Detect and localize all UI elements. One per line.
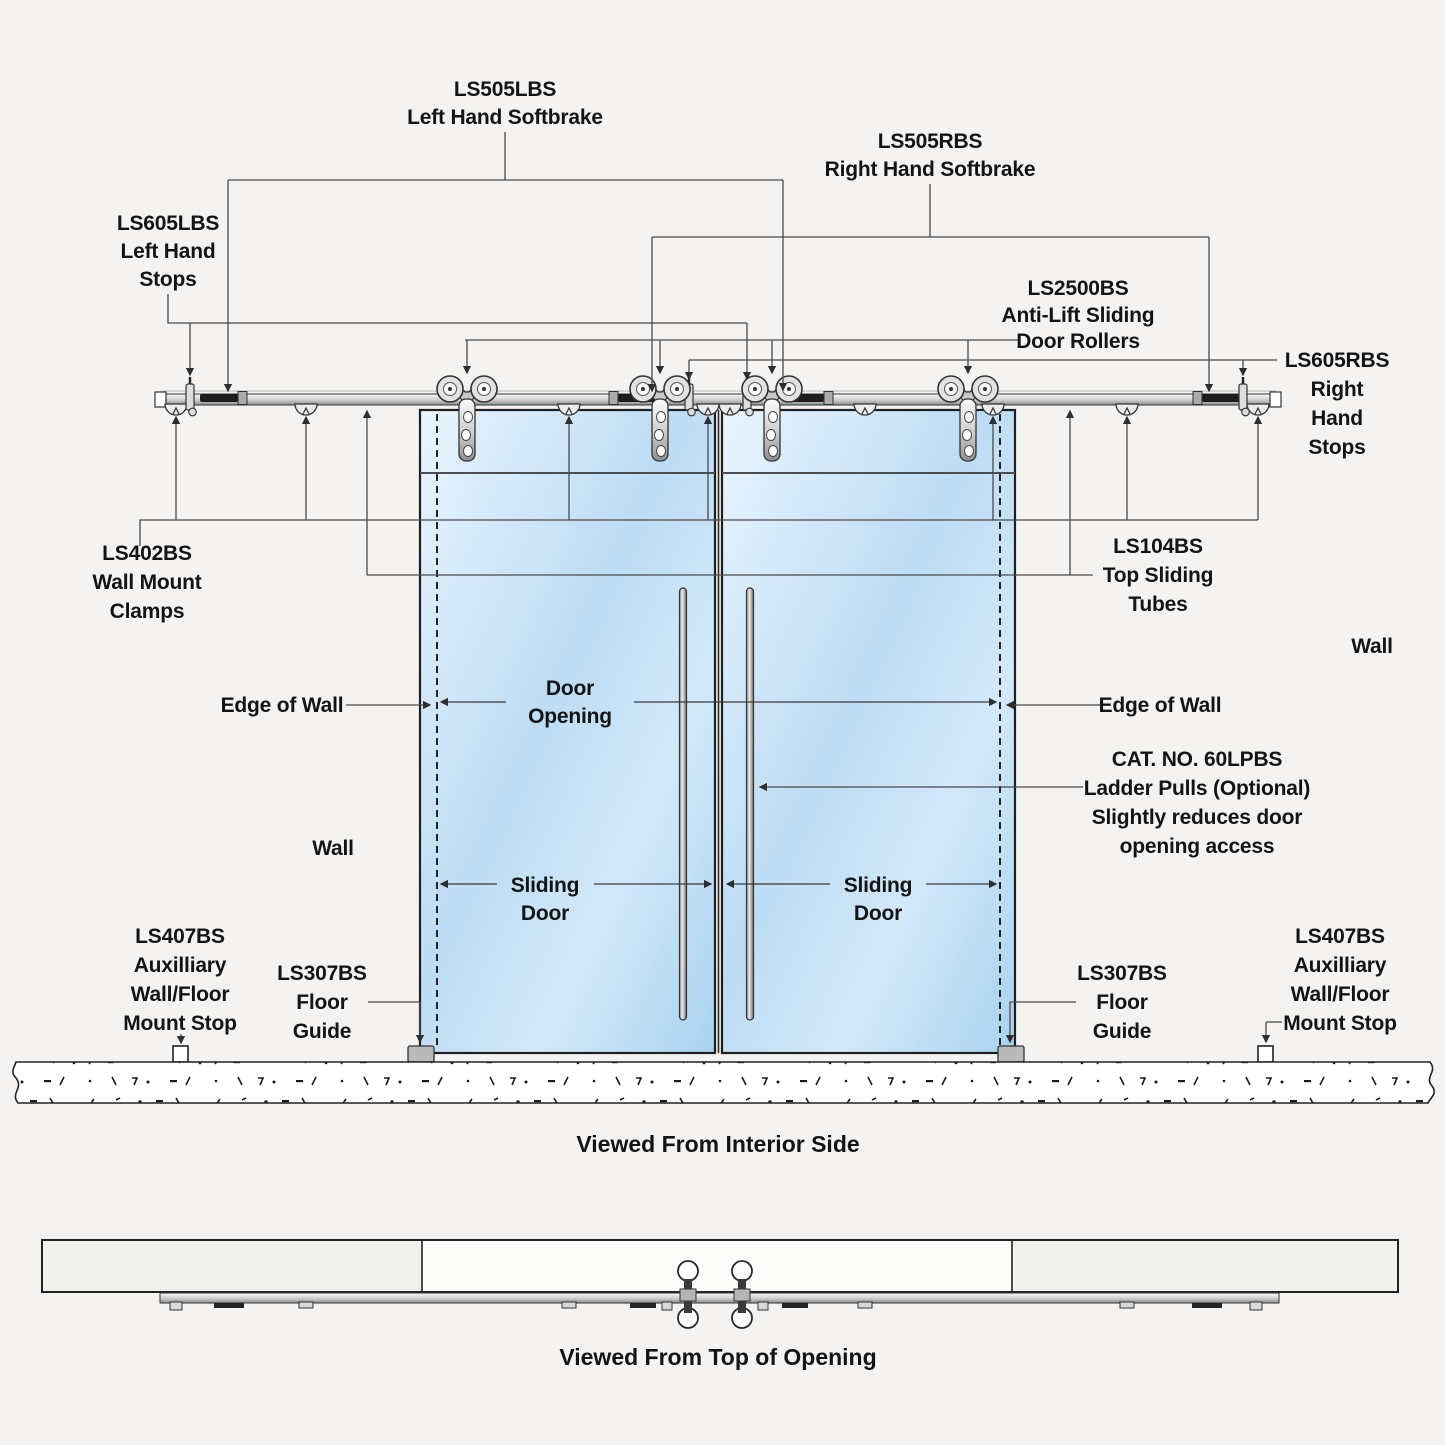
track-left-end-cap	[154, 391, 167, 408]
wall-mount-clamp-1	[164, 403, 188, 416]
top-view-ladder-pull-left	[677, 1260, 699, 1329]
leader-lines	[139, 132, 1282, 1045]
floor-texture	[12, 1062, 1435, 1103]
label-aux-stop-right: LS407BS	[1295, 925, 1385, 948]
label-aux-stop-left-2: Auxilliary	[134, 954, 227, 977]
label-edge-of-wall-left: Edge of Wall	[221, 694, 344, 717]
label-floor-guide-right-2: Floor	[1096, 991, 1148, 1014]
label-ladder-pulls-2: Ladder Pulls (Optional)	[1084, 777, 1310, 800]
floor-guide-right-block	[997, 1045, 1025, 1063]
label-clamps: LS402BS	[102, 542, 192, 565]
right-ladder-pull-handle	[745, 587, 755, 1021]
aux-stop-right-block	[1257, 1045, 1274, 1063]
label-tubes: LS104BS	[1113, 535, 1203, 558]
label-sliding-door-left-2: Door	[521, 902, 569, 925]
label-aux-stop-left-4: Mount Stop	[123, 1012, 236, 1035]
label-rollers-3: Door Rollers	[1016, 330, 1140, 353]
leader-clamps-bar	[139, 519, 1258, 546]
top-view-clamp-2	[561, 1301, 577, 1309]
label-floor-guide-right-3: Guide	[1093, 1020, 1152, 1043]
label-stops-left: LS605LBS	[117, 212, 219, 235]
interior-view: LS505LBS Left Hand Softbrake LS505RBS Ri…	[12, 78, 1435, 1157]
label-aux-stop-left-3: Wall/Floor	[131, 983, 230, 1006]
top-view-softbrake-mid-right	[782, 1303, 808, 1308]
label-floor-guide-left-2: Floor	[296, 991, 348, 1014]
top-view-ladder-pull-right	[731, 1260, 753, 1329]
track-right-end-cap	[1269, 391, 1282, 408]
top-view-stop-right	[1249, 1301, 1263, 1311]
label-aux-stop-left: LS407BS	[135, 925, 225, 948]
label-floor-guide-left-3: Guide	[293, 1020, 352, 1043]
top-view-guide-mid-left	[661, 1301, 673, 1311]
label-rollers-2: Anti-Lift Sliding	[1002, 304, 1155, 327]
top-view-track-rail	[159, 1292, 1280, 1304]
top-view-softbrake-right	[1192, 1303, 1222, 1308]
top-view-rail-hardware	[169, 1301, 1263, 1311]
left-ladder-pull-handle	[678, 587, 688, 1021]
right-sliding-door	[720, 408, 1017, 1055]
wall-mount-clamp-2	[294, 403, 318, 416]
wall-mount-clamp-9	[1246, 403, 1270, 416]
label-ladder-pulls-3: Slightly reduces door	[1092, 806, 1303, 829]
top-view-clamp-4	[1119, 1301, 1135, 1309]
label-softbrake-left: LS505LBS	[454, 78, 556, 101]
floor-guide-left-block	[407, 1045, 435, 1063]
label-stops-left-2: Left Hand	[120, 240, 215, 263]
top-view-softbrake-mid-left	[630, 1303, 656, 1308]
interior-view-caption: Viewed From Interior Side	[576, 1131, 859, 1157]
label-tubes-3: Tubes	[1128, 593, 1187, 616]
label-wall-left: Wall	[312, 837, 354, 860]
label-aux-stop-right-4: Mount Stop	[1283, 1012, 1396, 1035]
floor	[12, 1061, 1435, 1104]
label-wall-right: Wall	[1351, 635, 1393, 658]
top-view-opening-section	[422, 1241, 1012, 1291]
aux-stop-left-block	[172, 1045, 189, 1063]
top-view-stop-left	[169, 1301, 183, 1311]
label-aux-stop-right-2: Auxilliary	[1294, 954, 1387, 977]
leader-stops-left-bar	[167, 294, 747, 324]
label-clamps-3: Clamps	[110, 600, 185, 623]
right-door-glass	[720, 408, 1017, 1055]
left-sliding-door	[418, 408, 717, 1055]
labels: LS505LBS Left Hand Softbrake LS505RBS Ri…	[92, 78, 1397, 1043]
label-tubes-2: Top Sliding	[1103, 564, 1214, 587]
label-ladder-pulls: CAT. NO. 60LPBS	[1112, 748, 1283, 771]
label-sliding-door-right-2: Door	[854, 902, 902, 925]
label-softbrake-right-2: Right Hand Softbrake	[825, 158, 1036, 181]
label-stops-right-3: Hand	[1311, 407, 1363, 430]
left-door-glass	[418, 408, 717, 1055]
label-aux-stop-right-3: Wall/Floor	[1291, 983, 1390, 1006]
label-stops-right-2: Right	[1311, 378, 1364, 401]
label-rollers: LS2500BS	[1027, 277, 1128, 300]
wall-mount-clamp-8	[1115, 403, 1139, 416]
label-stops-left-3: Stops	[139, 268, 196, 291]
top-view-softbrake-left	[214, 1303, 244, 1308]
label-softbrake-right: LS505RBS	[878, 130, 983, 153]
label-sliding-door-right: Sliding	[844, 874, 913, 897]
track-assembly	[154, 375, 1282, 462]
label-door-opening-2: Opening	[528, 705, 612, 728]
label-edge-of-wall-right: Edge of Wall	[1099, 694, 1222, 717]
label-clamps-2: Wall Mount	[92, 571, 201, 594]
label-stops-right: LS605RBS	[1285, 349, 1390, 372]
label-stops-right-4: Stops	[1308, 436, 1365, 459]
top-view: Viewed From Top of Opening	[41, 1239, 1399, 1370]
label-floor-guide-right: LS307BS	[1077, 962, 1167, 985]
top-view-guide-mid-right	[757, 1301, 769, 1311]
label-ladder-pulls-4: opening access	[1120, 835, 1275, 858]
label-sliding-door-left: Sliding	[511, 874, 580, 897]
label-floor-guide-left: LS307BS	[277, 962, 367, 985]
label-door-opening: Door	[546, 677, 594, 700]
top-view-caption: Viewed From Top of Opening	[559, 1344, 876, 1370]
top-view-clamp-1	[298, 1301, 314, 1309]
floor-outline	[12, 1061, 1435, 1104]
top-view-clamp-3	[857, 1301, 873, 1309]
label-softbrake-left-2: Left Hand Softbrake	[407, 106, 603, 129]
